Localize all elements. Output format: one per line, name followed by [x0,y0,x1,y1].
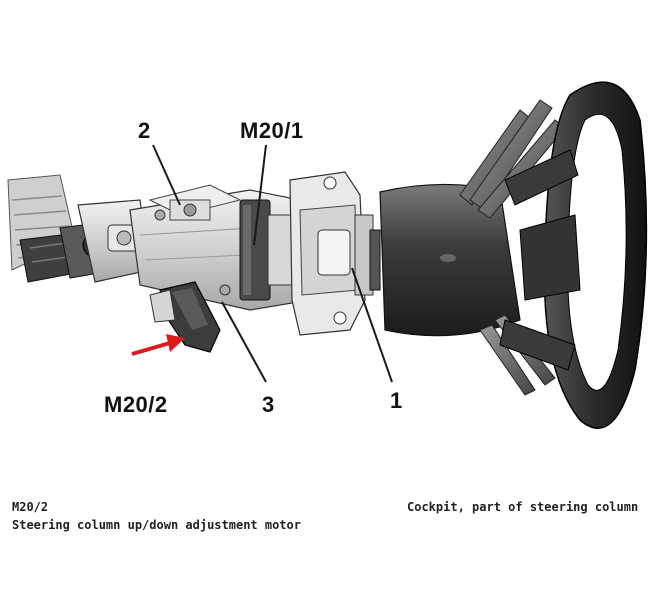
caption-location: Cockpit, part of steering column [407,500,639,514]
callout-3: 3 [262,392,275,417]
steering-column-diagram: 2 M20/1 M20/2 3 1 [7,81,648,429]
red-arrow [131,334,185,356]
leader-line-2 [152,144,181,206]
steering-wheel-hub [369,183,521,337]
leader-line-m20-1 [253,144,267,246]
motor-m20-2 [149,281,221,353]
leader-lines [152,144,393,383]
caption-code: M20/2 [12,500,49,514]
callout-m20-2: M20/2 [104,392,168,417]
mounting-flange [289,171,374,336]
caption-description: Steering column up/down adjustment motor [12,518,301,532]
callout-1: 1 [390,388,403,413]
steering-wheel-rim [499,81,648,429]
motor-m20-1 [239,199,299,301]
callout-2: 2 [138,118,151,143]
diagram-illustration [7,81,648,429]
leader-line-3 [221,301,267,383]
leader-line-1 [351,267,393,383]
callout-m20-1: M20/1 [240,118,304,143]
